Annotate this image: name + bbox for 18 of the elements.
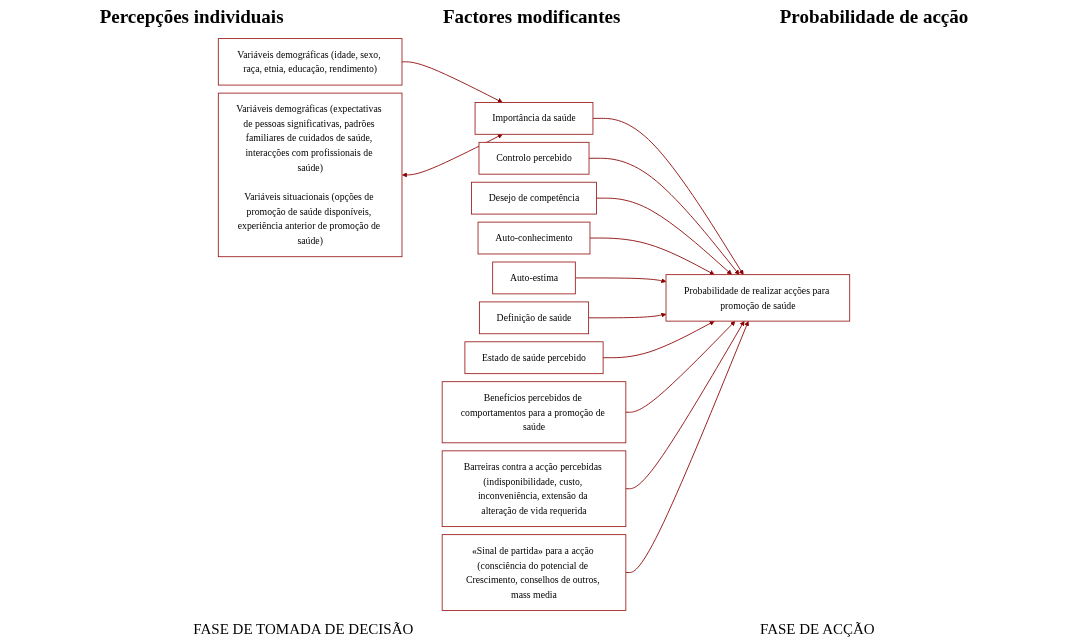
node-box: Estado de saúde percebido [464, 341, 604, 375]
node-box: Definição de saúde [478, 301, 590, 335]
column-heading: Percepções individuais [99, 6, 284, 28]
node-box: Controlo percebido [478, 141, 590, 175]
phase-label: FASE DE TOMADA DE DECISÃO [193, 621, 414, 638]
node-box: Variáveis demográficas (idade, sexo, raça, etnia, educação, rendimento) [217, 38, 403, 86]
node-box: Auto-estima [492, 261, 576, 295]
node-box: Probabilidade de realizar acções para promoção de saúde [665, 274, 851, 322]
node-box: Barreiras contra a acção percebidas (indisponibilidade, custo, inconveniência, extensão da alteração de vida requerida [441, 450, 627, 528]
node-box: «Sinal de partida» para a acção (consciência do potencial de Crescimento, conselhos de outros, mass media [441, 534, 627, 611]
node-box: Desejo de competência [471, 181, 597, 215]
node-box: Variáveis demográficas (expectativas de pessoas significativas, padrões familiares de cuidados de saúde, interacções com profissionais de saúde) Variáveis situacionais (opções de promoção de saúde disponíveis, experiência anterior de promoção de saúde) [217, 92, 403, 258]
column-heading: Probabilidade de acção [779, 6, 969, 28]
node-box: Importância da saúde [474, 102, 594, 135]
column-heading: Factores modificantes [442, 6, 621, 28]
node-box: Benefícios percebidos de comportamentos para a promoção de saúde [441, 381, 627, 444]
phase-label: FASE DE ACÇÃO [759, 621, 875, 638]
node-box: Auto-conhecimento [477, 221, 591, 255]
